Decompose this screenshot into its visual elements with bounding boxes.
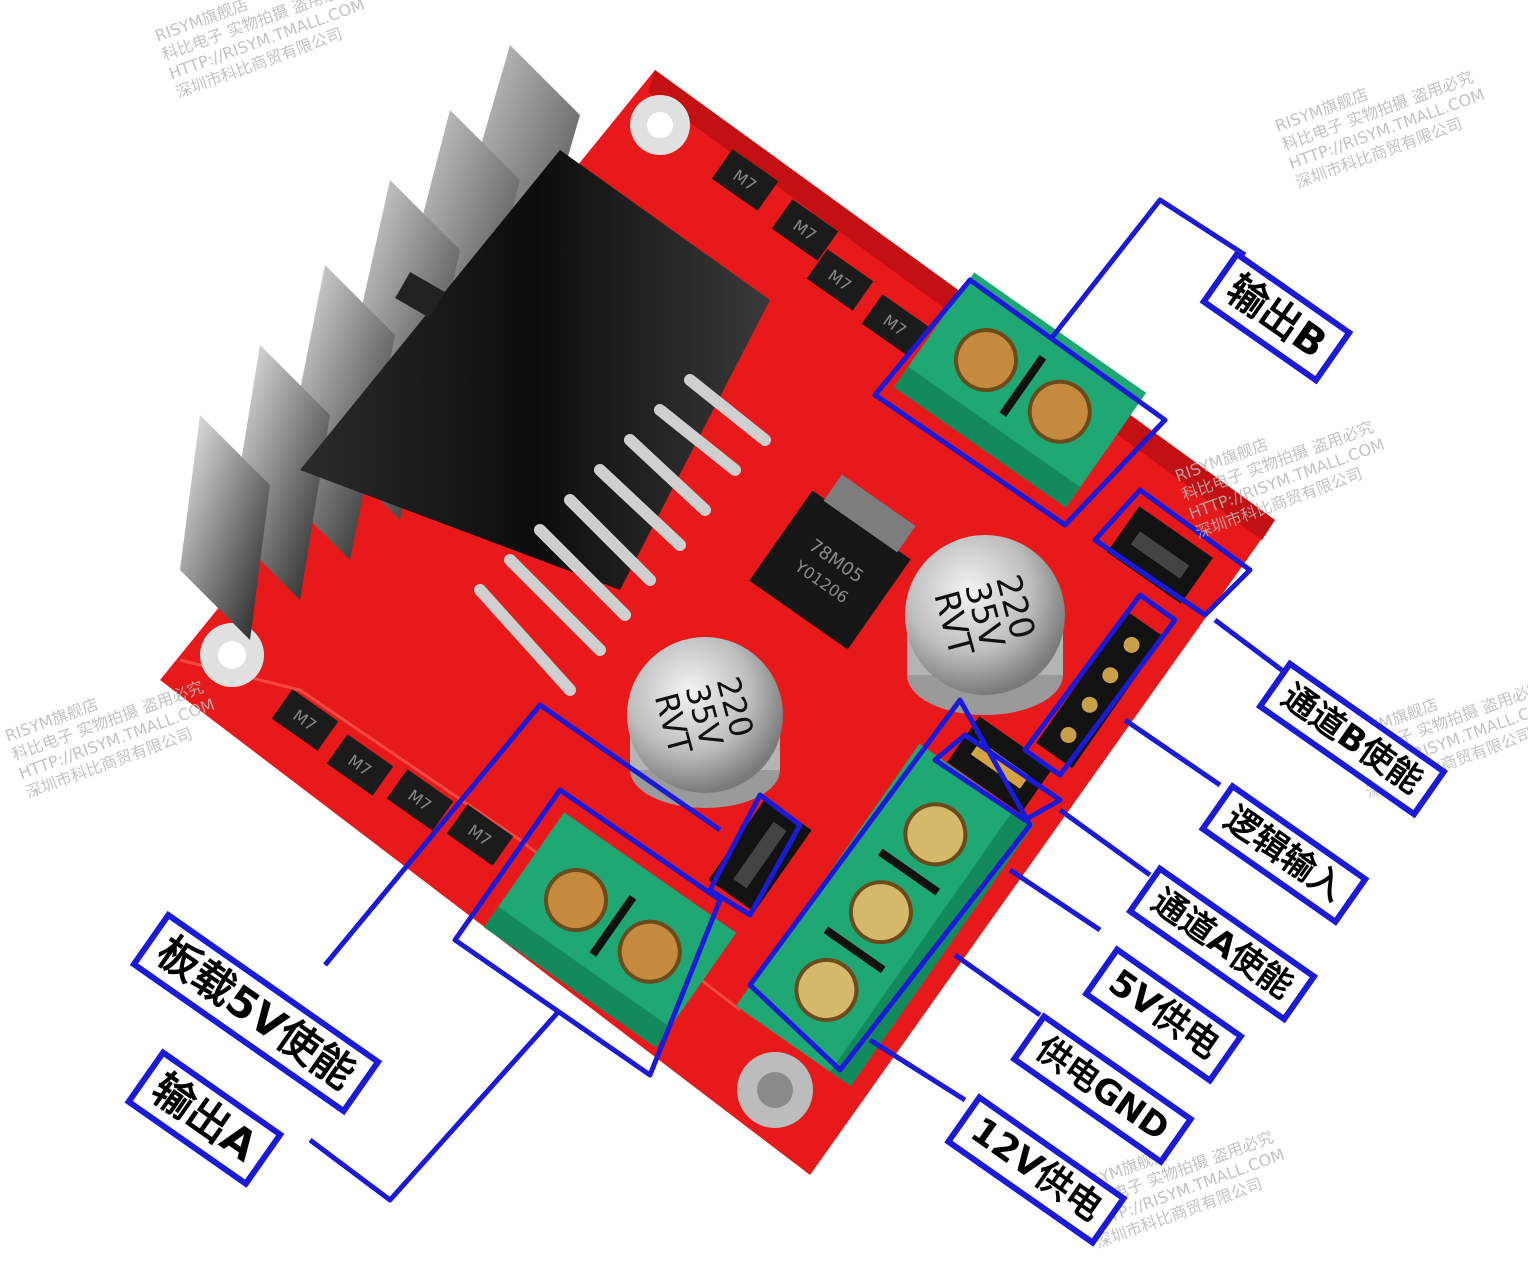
screw-icon [544, 868, 609, 933]
callout-box-onboard-5v [707, 792, 803, 918]
capacitor: 220 35V RVT [627, 637, 783, 808]
callout-line-5v [1008, 867, 1102, 933]
voltage-regulator: 78M05 Y01206 [749, 474, 916, 650]
screw-icon [1027, 379, 1092, 444]
mounting-hole [200, 623, 264, 687]
callout-box-output-a [452, 787, 723, 1078]
screw-icon [903, 802, 968, 867]
capacitor: 220 35V RVT [905, 535, 1065, 715]
mounting-holes [200, 95, 813, 1128]
mounting-hole [737, 1052, 813, 1128]
callout-box-output-b [872, 277, 1168, 528]
callout-line-output-a [308, 1008, 562, 1203]
heatsink [180, 45, 770, 640]
diode: M7 [386, 769, 454, 831]
callout-line-onboard-5v [323, 702, 722, 967]
screw-icon [954, 328, 1019, 393]
callout-box-power [747, 697, 1033, 1073]
callout-line-output-b [1048, 197, 1247, 342]
mounting-hole [630, 95, 690, 155]
diodes: M7 M7 M7 M7 M7 M7 M7 M7 [271, 149, 929, 866]
callout-box-logic [1022, 592, 1178, 778]
jumper-onboard-5v [708, 797, 812, 913]
screw-icon [848, 880, 913, 945]
callout-box-channel-b [1092, 487, 1253, 618]
screw-icon [617, 919, 682, 984]
diode: M7 [271, 689, 339, 751]
screw-icon [794, 957, 859, 1022]
diode: M7 [806, 249, 874, 311]
diode: M7 [771, 199, 839, 261]
logic-input-header [1036, 611, 1164, 769]
diode: M7 [446, 804, 514, 866]
terminal-output-a [483, 812, 737, 1048]
callout-line-logic [1123, 717, 1222, 788]
driver-ic-pins [474, 374, 771, 696]
jumper-channel-b [1107, 506, 1213, 604]
diode: M7 [711, 149, 779, 211]
callout-lines [308, 197, 1297, 1203]
terminal-output-b [893, 272, 1147, 508]
callout-line-12v [868, 1037, 967, 1103]
callout-line-gnd [953, 952, 1042, 1018]
diode: M7 [861, 294, 929, 356]
diode: M7 [326, 734, 394, 796]
callout-line-channel-a [1058, 807, 1152, 878]
